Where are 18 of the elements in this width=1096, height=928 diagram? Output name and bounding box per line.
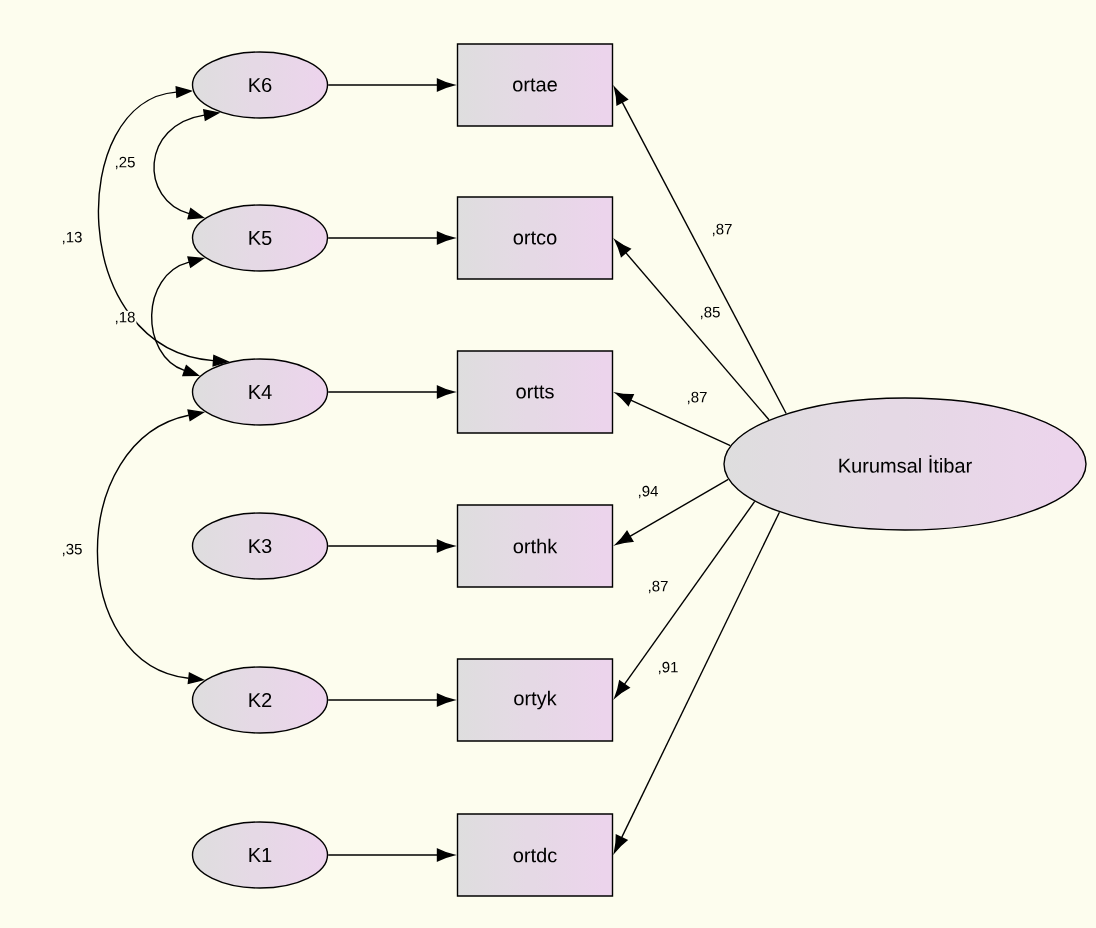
variable-box: ortae: [456, 43, 614, 127]
arrow: [327, 231, 455, 245]
variable-box: ortyk: [456, 658, 614, 742]
arrow: [327, 385, 455, 399]
variable-box: ortdc: [456, 813, 614, 897]
arrow: [327, 78, 455, 92]
arrow: [614, 239, 770, 421]
variable-box: orthk: [456, 504, 614, 588]
arrow: [327, 539, 455, 553]
arrow: [614, 500, 756, 699]
arrow: [327, 693, 455, 707]
arrow: [615, 478, 729, 546]
variable-box: ortco: [456, 196, 614, 280]
arrow: [615, 392, 732, 447]
arrow: [613, 511, 781, 853]
arrow: [613, 87, 787, 415]
variable-box: ortts: [456, 350, 614, 434]
arrow: [327, 848, 455, 862]
